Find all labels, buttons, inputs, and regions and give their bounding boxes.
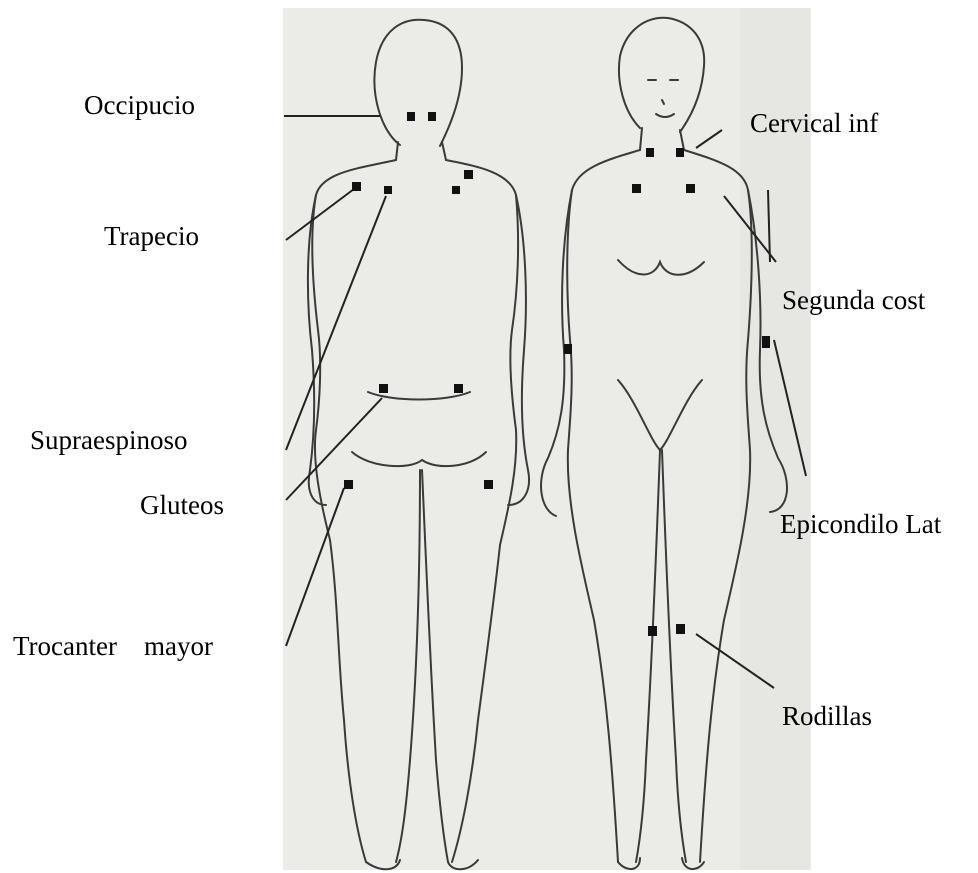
tender-point-trochanter-left	[344, 480, 353, 489]
tender-point-cervical-right	[676, 148, 684, 157]
tender-point-epicondyle-left	[564, 344, 572, 354]
tender-point-knee-right	[676, 624, 685, 634]
tender-point-trapezius-left	[352, 182, 361, 191]
label-segunda-cost: Segunda cost	[782, 287, 925, 314]
label-gluteos: Gluteos	[140, 492, 224, 519]
tender-point-gluteal-left	[379, 384, 388, 393]
label-supraespinoso: Supraespinoso	[30, 427, 188, 454]
tender-point-epicondyle-right	[762, 336, 770, 348]
label-epicondilo-lat: Epicondilo Lat	[780, 511, 941, 538]
label-occipucio: Occipucio	[84, 92, 195, 119]
tender-point-gluteal-right	[454, 384, 463, 393]
paper-background	[283, 8, 811, 870]
tender-point-cervical-left	[646, 148, 654, 157]
tender-point-occiput-left	[407, 112, 415, 121]
label-trocanter-mayor: Trocanter mayor	[13, 633, 213, 660]
label-trapecio: Trapecio	[104, 223, 199, 250]
label-cervical-inf: Cervical inf	[750, 110, 878, 137]
tender-point-second-rib-right	[686, 184, 695, 193]
tender-point-trochanter-right	[484, 480, 493, 489]
tender-point-occiput-right	[428, 112, 436, 121]
tender-point-second-rib-left	[632, 184, 641, 193]
label-rodillas: Rodillas	[782, 703, 872, 730]
tender-point-knee-left	[648, 626, 657, 636]
tender-point-trapezius-right	[464, 170, 473, 179]
tender-point-supraspinatus-left	[384, 186, 392, 194]
tender-point-supraspinatus-right	[452, 186, 460, 194]
